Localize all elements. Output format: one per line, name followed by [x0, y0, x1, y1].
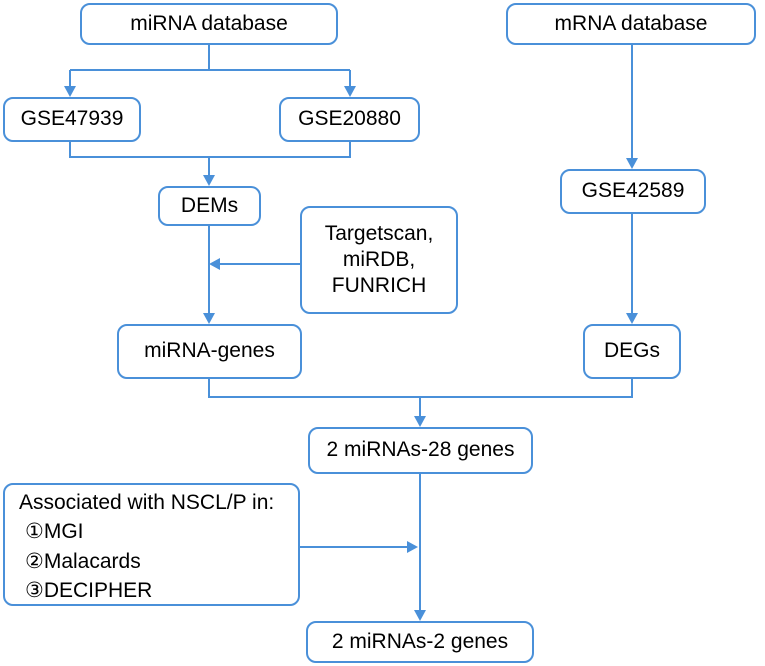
connector-final-merge: [208, 378, 633, 398]
arrow-to-mirna-genes: [203, 313, 215, 324]
arrow-to-gse47939: [64, 86, 76, 97]
gse47939-box: GSE47939: [3, 97, 141, 142]
arrow-to-gse42589: [626, 158, 638, 169]
tool-mirdb: miRDB,: [342, 247, 416, 271]
arrow-from-tools: [209, 258, 220, 270]
mirnas-2-genes-box: 2 miRNAs-2 genes: [306, 621, 534, 663]
arrow-from-assoc: [407, 541, 418, 553]
association-box: Associated with NSCL/P in: ①MGI ②Malacar…: [3, 483, 300, 606]
mirna-database-box: miRNA database: [80, 3, 338, 45]
association-item-malacards: ②Malacards: [25, 549, 141, 573]
tools-box: Targetscan, miRDB, FUNRICH: [300, 206, 458, 314]
mirnas-28-genes-box: 2 miRNAs-28 genes: [308, 427, 533, 474]
association-title: Associated with NSCL/P in:: [19, 491, 275, 514]
tool-targetscan: Targetscan,: [324, 221, 434, 245]
mrna-database-box: mRNA database: [506, 3, 756, 45]
association-item-mgi: ①MGI: [25, 520, 84, 544]
degs-box: DEGs: [583, 324, 681, 379]
dems-box: DEMs: [158, 186, 261, 226]
association-item-decipher: ③DECIPHER: [25, 578, 153, 602]
arrow-to-degs: [626, 313, 638, 324]
tool-funrich: FUNRICH: [331, 274, 427, 298]
mirna-genes-box: miRNA-genes: [117, 324, 302, 379]
connector-gse47939-merge: [69, 141, 351, 158]
arrow-to-2genes: [414, 610, 426, 621]
arrow-to-dems: [203, 175, 215, 186]
arrow-to-28genes: [414, 416, 426, 427]
gse42589-box: GSE42589: [560, 169, 706, 214]
arrow-to-gse20880: [344, 86, 356, 97]
gse20880-box: GSE20880: [279, 97, 420, 142]
